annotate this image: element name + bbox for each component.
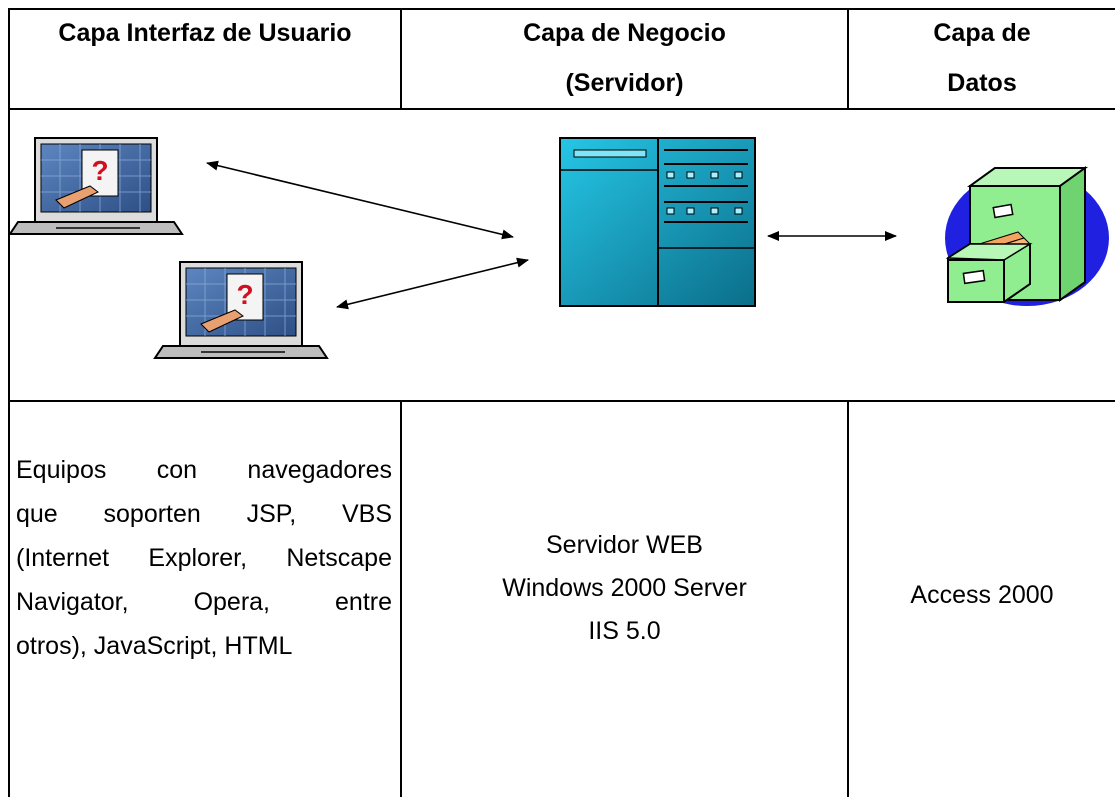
header-divider xyxy=(8,108,1115,110)
col-divider-2-body xyxy=(847,400,849,797)
ui-desc-line-5: otros), JavaScript, HTML xyxy=(16,632,293,660)
business-desc-line-3: IIS 5.0 xyxy=(588,617,661,645)
ui-layer-title: Capa Interfaz de Usuario xyxy=(58,19,352,47)
ui-desc-line-1: Equipos con navegadores xyxy=(16,456,392,484)
arrow-client2-server xyxy=(336,257,529,310)
architecture-diagram: ? ? xyxy=(8,137,1109,359)
ui-layer-header: Capa Interfaz de Usuario xyxy=(10,8,400,58)
business-layer-description: Servidor WEB Windows 2000 Server IIS 5.0 xyxy=(402,524,847,653)
svg-text:?: ? xyxy=(91,155,108,186)
ui-desc-line-2: que soporten JSP, VBS xyxy=(16,500,392,528)
data-desc-line-1: Access 2000 xyxy=(910,581,1054,609)
ui-desc-line-3: (Internet Explorer, Netscape xyxy=(16,544,392,572)
col-divider-2-header xyxy=(847,8,849,109)
data-layer-description: Access 2000 xyxy=(849,574,1115,617)
svg-text:?: ? xyxy=(236,279,253,310)
arrow-client1-server xyxy=(206,160,514,240)
business-desc-line-2: Windows 2000 Server xyxy=(502,574,747,602)
table-border-top xyxy=(8,8,1115,10)
business-layer-title-line1: Capa de Negocio xyxy=(523,19,726,47)
col-divider-1-header xyxy=(400,8,402,109)
diagram-divider xyxy=(8,400,1115,402)
table-border-left xyxy=(8,8,10,797)
data-layer-title-line1: Capa de xyxy=(933,19,1031,47)
ui-desc-line-4: Navigator, Opera, entre xyxy=(16,588,392,616)
business-layer-title-line2: (Servidor) xyxy=(565,69,684,97)
filing-cabinet-icon xyxy=(945,166,1109,306)
business-layer-header: Capa de Negocio (Servidor) xyxy=(402,8,847,108)
data-layer-title-line2: Datos xyxy=(947,69,1017,97)
ui-layer-description: Equipos con navegadores que soporten JSP… xyxy=(16,448,392,668)
laptop-icon: ? xyxy=(8,137,184,235)
laptop-icon: ? xyxy=(153,261,329,359)
business-desc-line-1: Servidor WEB xyxy=(546,531,703,559)
data-layer-header: Capa de Datos xyxy=(849,8,1115,108)
col-divider-1-body xyxy=(400,400,402,797)
server-icon xyxy=(559,137,756,307)
